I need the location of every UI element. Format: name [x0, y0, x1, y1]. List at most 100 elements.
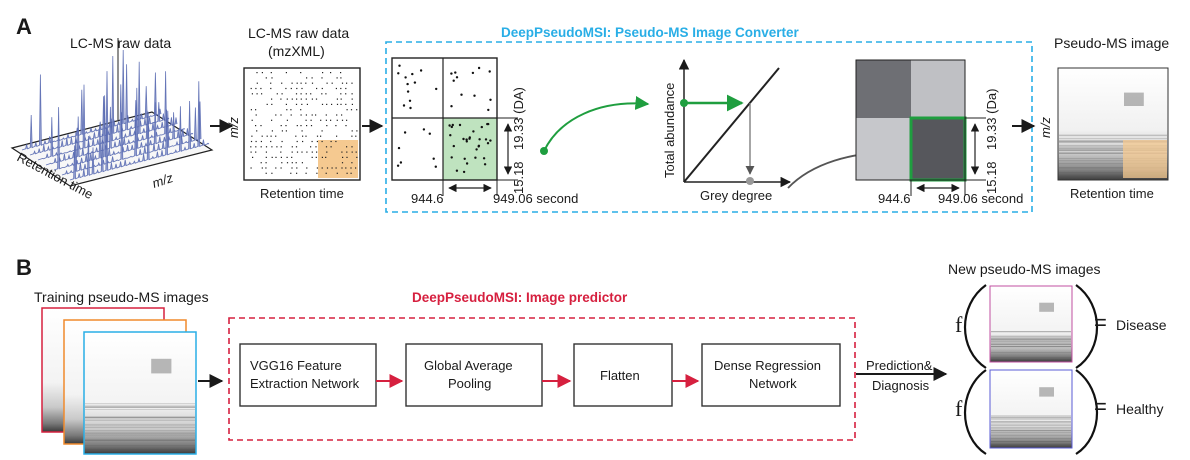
grid-time-left: 944.6	[411, 191, 444, 206]
mzxml-dot	[341, 114, 343, 116]
mzxml-dot	[300, 72, 302, 74]
mzxml-dot	[291, 82, 293, 84]
grid-dot	[450, 125, 453, 129]
mzxml-dot	[315, 114, 317, 116]
grey-time-right: 949.06 second	[938, 191, 1023, 206]
mzxml-highlight-region	[318, 140, 358, 178]
mzxml-dot	[326, 125, 328, 127]
mapping-plot-abundance-dot	[680, 99, 688, 107]
mzxml-dot	[355, 167, 357, 169]
grid-dot	[462, 137, 465, 141]
mzxml-dot	[265, 77, 267, 79]
mzxml-dot	[275, 135, 277, 137]
grid-dot	[406, 90, 410, 93]
grid-dot	[450, 156, 453, 159]
mzxml-dot	[256, 72, 258, 74]
grid-dot	[483, 163, 487, 166]
mzxml-dot	[271, 172, 273, 174]
mzxml-dot	[291, 162, 293, 164]
mzxml-dot	[335, 140, 337, 143]
mzxml-dot	[276, 146, 278, 148]
grid-dot	[404, 76, 407, 79]
mzxml-dot	[291, 156, 293, 158]
mzxml-dot	[305, 82, 307, 84]
mzxml-dot	[295, 162, 297, 164]
mzxml-dot	[345, 125, 347, 127]
grid-dot	[413, 81, 417, 84]
mzxml-dot	[305, 119, 307, 121]
grey-mz-top: 19.33 (Da)	[984, 89, 999, 150]
mzxml-dot	[280, 146, 282, 148]
mzxml-dot	[340, 103, 342, 105]
mzxml-dot	[271, 156, 273, 158]
pseudo-axis-time: Retention time	[1070, 186, 1154, 201]
grid-dot	[463, 157, 466, 160]
mzxml-dot	[256, 93, 258, 95]
grid-dot	[396, 164, 400, 167]
mzxml-dot	[301, 151, 303, 153]
mzxml-dot	[285, 103, 287, 105]
mzxml-dot	[306, 167, 308, 169]
grid-dot	[448, 124, 451, 127]
mzxml-dot	[300, 109, 302, 111]
mzxml-dot	[280, 167, 282, 169]
raw-3d-title: LC-MS raw data	[70, 35, 171, 51]
mzxml-dot	[281, 82, 283, 84]
raw-3d-peak-row	[61, 101, 202, 176]
mzxml-dot	[320, 119, 322, 121]
mzxml-dot	[296, 140, 298, 143]
grid-dot	[452, 79, 455, 82]
grid-dot	[435, 87, 438, 91]
mzxml-dot	[280, 156, 282, 158]
grid-dot	[472, 130, 475, 133]
outcome-disease: Disease	[1116, 317, 1167, 333]
mzxml-dot	[265, 162, 267, 164]
mzxml-dot	[300, 98, 302, 100]
paren-right-healthy	[1075, 369, 1098, 455]
mzxml-dot	[316, 172, 318, 174]
mzxml-dot	[331, 82, 333, 84]
mzxml-dot	[316, 167, 318, 169]
step-flatten-label: Flatten	[600, 368, 640, 383]
equals-healthy: =	[1094, 394, 1107, 419]
mzxml-dot	[250, 146, 252, 148]
mzxml-dot	[285, 72, 287, 74]
grid-dot	[477, 66, 481, 70]
grid-dot	[489, 98, 492, 102]
mzxml-dot	[342, 156, 344, 158]
grid-dot	[477, 144, 481, 147]
mzxml-dot	[305, 135, 307, 137]
grid-dot	[482, 157, 486, 160]
converter-title: DeepPseudoMSI: Pseudo-MS Image Converter	[501, 25, 800, 40]
grid-dot	[450, 105, 453, 108]
grid-dot	[402, 104, 406, 107]
mzxml-dot	[340, 98, 342, 100]
mzxml-dot	[255, 87, 257, 90]
mzxml-dot	[316, 140, 318, 143]
grid-dot	[403, 131, 407, 134]
mzxml-dot	[310, 125, 313, 127]
new-healthy-texture-line-blob	[1039, 387, 1054, 397]
mzxml-dot	[265, 156, 267, 158]
mzxml-dot	[260, 162, 262, 164]
mzxml-dot	[331, 167, 333, 169]
grid-dot	[484, 138, 488, 141]
mzxml-axis-mz: m/z	[226, 117, 241, 138]
mzxml-dot	[326, 167, 329, 169]
grid-dot	[465, 138, 468, 141]
mzxml-dot	[350, 109, 353, 111]
mzxml-dot	[311, 114, 313, 116]
mzxml-dot	[276, 93, 278, 95]
mzxml-dot	[280, 125, 282, 127]
paren-left-healthy	[964, 369, 987, 455]
mzxml-dot	[345, 87, 347, 90]
mzxml-dot	[330, 146, 332, 148]
grey-mz-bottom: 15.18	[984, 161, 999, 194]
mzxml-dot	[286, 98, 288, 100]
step-flatten	[573, 343, 673, 407]
grid-dot	[488, 70, 491, 73]
mzxml-dot	[335, 87, 337, 90]
grid-mz-top: 19.33 (DA)	[511, 87, 526, 150]
mzxml-dot	[321, 87, 323, 90]
